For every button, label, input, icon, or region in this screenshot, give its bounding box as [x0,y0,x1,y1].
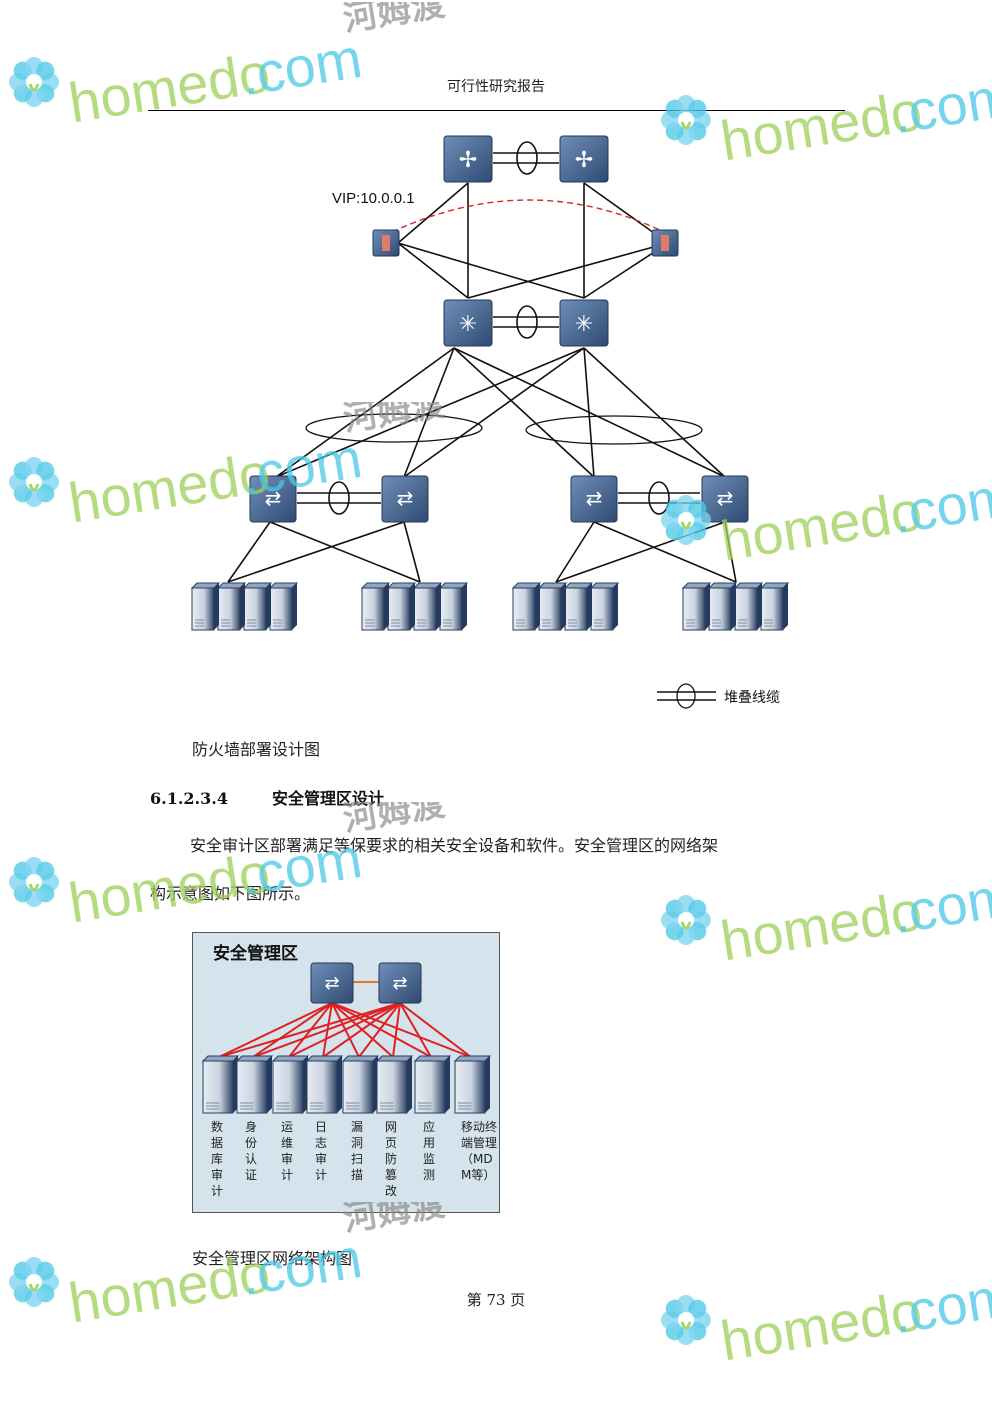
server-label: 身份认证 [244,1120,257,1182]
server-icon [412,582,443,631]
svg-text:.com: .com [888,864,992,945]
switch-icon: ⇄ [378,962,422,1004]
server-icon [589,582,620,631]
svg-text:✳: ✳ [459,312,477,337]
access-switch-icon: ⇄ [381,475,429,523]
router-icon: ✢ [559,135,609,183]
server-icon [201,1055,240,1114]
firewall-icon [651,229,679,257]
server-icon [733,582,764,631]
svg-text:⇄: ⇄ [324,973,339,994]
server-icon [681,582,712,631]
svg-text:⇄: ⇄ [392,973,407,994]
stack-links [297,141,700,515]
section-number: 6.1.2.3.4 [150,789,228,808]
mgmt-diagram-caption: 安全管理区网络架构图 [192,1249,353,1268]
switch-icon: ⇄ [310,962,354,1004]
red-links [218,1002,472,1058]
vip-arc [391,199,665,233]
server-icon [375,1055,414,1114]
security-management-diagram: 安全管理区 ⇄ ⇄ 数据库审计 身份认证 运维审计 日志审计 漏洞扫描 网页防篡改 应用监测… [192,932,500,1213]
svg-text:⇄: ⇄ [717,486,734,510]
server-icon [216,582,247,631]
legend-label: 堆叠线缆 [724,690,780,706]
svg-text:✢: ✢ [459,148,477,173]
svg-text:homedo: homedo [716,879,926,960]
paragraph-line-1: 安全审计区部署满足等保要求的相关安全设备和软件。安全管理区的网络架 [190,836,719,855]
diagram-title: 安全管理区 [213,944,298,964]
server-label: 漏洞扫描 [350,1120,363,1182]
mgmt-servers [201,1055,492,1114]
server-icon [759,582,790,631]
server-icon [413,1055,452,1114]
server-icon [190,582,221,631]
firewall-deployment-diagram: ✢ ✢ ✳ ✳ ⇄ ⇄ ⇄ ⇄ VIP:10.0.0.1 [190,135,790,709]
server-icon [235,1055,274,1114]
server-label: 应用监测 [422,1120,435,1182]
svg-text:✢: ✢ [575,148,593,173]
firewall-icon [372,229,400,257]
page-header-title: 可行性研究报告 [447,79,545,95]
server-label: 日志审计 [314,1120,327,1182]
svg-text:⇄: ⇄ [397,486,414,510]
section-heading: 6.1.2.3.4 安全管理区设计 [150,785,384,809]
access-switch-icon: ⇄ [701,475,749,523]
server-label: 运维审计 [280,1120,293,1182]
stack-cable-legend: 堆叠线缆 [657,683,780,709]
trunk-ellipses [305,413,703,445]
header-rule [148,110,845,111]
server-icon [386,582,417,631]
access-switch-icon: ⇄ [570,475,618,523]
server-groups [190,582,790,631]
access-switch-icon: ⇄ [249,475,297,523]
svg-text:✳: ✳ [575,312,593,337]
svg-text:⇄: ⇄ [586,486,603,510]
server-icon [453,1055,492,1114]
server-icon [341,1055,380,1114]
server-icon [511,582,542,631]
firewall-diagram-caption: 防火墙部署设计图 [192,740,321,759]
server-icon [360,582,391,631]
server-icon [271,1055,310,1114]
vip-label: VIP:10.0.0.1 [332,190,415,207]
server-icon [537,582,568,631]
svg-text:⇄: ⇄ [265,486,282,510]
server-icon [438,582,469,631]
server-icon [563,582,594,631]
router-icon: ✢ [443,135,493,183]
mgmt-network-svg: ⇄ ⇄ [201,962,492,1114]
svg-text:河姆渡: 河姆渡 [340,2,447,40]
server-icon [242,582,273,631]
server-label: 移动终端管理（MDM等） [461,1120,498,1182]
section-title: 安全管理区设计 [272,789,385,808]
server-label: 网页防篡改 [384,1120,397,1198]
server-icon [707,582,738,631]
core-switch-icon: ✳ [559,299,609,347]
server-label: 数据库审计 [210,1120,223,1198]
server-icon [268,582,299,631]
page-number: 第 73 页 [466,1291,526,1309]
core-switch-icon: ✳ [443,299,493,347]
server-icon [305,1055,344,1114]
paragraph-line-2: 构示意图如下图所示。 [150,884,311,903]
watermark-logo: homedo .com [661,864,992,960]
